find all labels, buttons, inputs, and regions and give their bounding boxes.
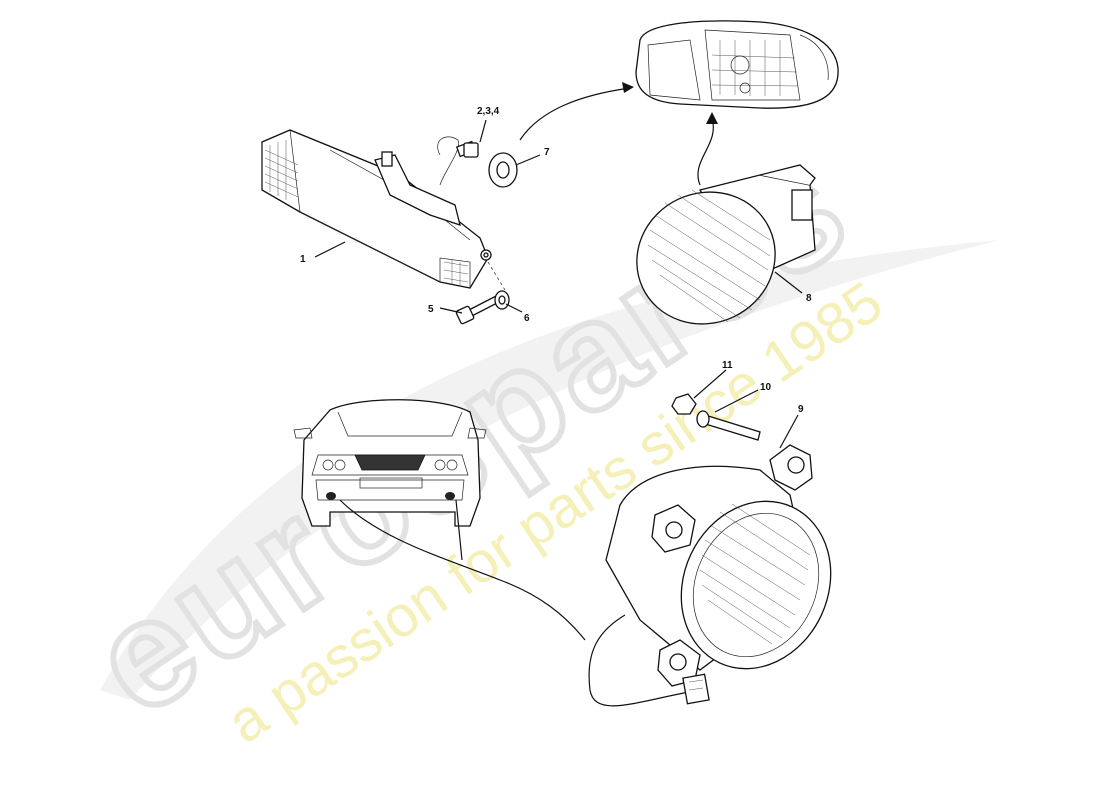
- callout-leaders: [314, 119, 803, 449]
- callout-11: 11: [722, 360, 733, 371]
- grommet-part-7[interactable]: [488, 152, 518, 188]
- bulb-holder-part-2-3-4[interactable]: [463, 142, 479, 158]
- callout-2-3-4: 2,3,4: [477, 106, 500, 117]
- callout-7: 7: [544, 147, 550, 158]
- watermark: eurospares a passion for parts since 198…: [61, 118, 1000, 756]
- side-repeater-lamp-part-8[interactable]: [615, 164, 816, 346]
- callout-1: 1: [300, 254, 306, 265]
- wire-to-fog-lamp: [339, 499, 586, 641]
- callout-9: 9: [798, 404, 804, 415]
- washer-part-6[interactable]: [494, 290, 510, 310]
- screw-part-10[interactable]: [696, 410, 761, 441]
- bolt-part-5[interactable]: [455, 293, 504, 325]
- arrow-repeater-to-car: [697, 117, 714, 186]
- arrow-indicator-to-car: [519, 87, 631, 141]
- nut-part-11[interactable]: [671, 393, 697, 415]
- callout-6: 6: [524, 313, 530, 324]
- indicator-lamp-part-1[interactable]: [261, 129, 492, 289]
- car-front-view-illustration: [293, 399, 487, 527]
- fog-lamp-part-9[interactable]: [588, 444, 858, 707]
- wire-to-fog-lamp-2: [455, 499, 463, 561]
- callout-labels: 1 2,3,4 5 6 7 8 9 10 11: [300, 106, 812, 415]
- callout-8: 8: [806, 293, 812, 304]
- car-top-view-illustration: [635, 20, 839, 109]
- callout-5: 5: [428, 304, 434, 315]
- callout-10: 10: [760, 382, 772, 393]
